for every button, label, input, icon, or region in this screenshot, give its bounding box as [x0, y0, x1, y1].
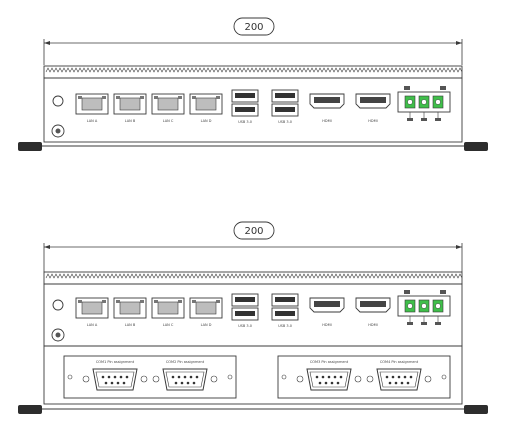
lan-port-label: LAN D	[201, 323, 212, 327]
dimension-label-bottom: 200	[244, 226, 263, 237]
hdmi-port: HDMI	[355, 297, 391, 327]
expansion-panel	[43, 345, 463, 405]
lan-port: LAN D	[189, 93, 223, 123]
front-view-bottom: 200 LAN A LAN B LAN C LAN D USB 3.0 USB 3.0 HD…	[18, 221, 488, 414]
dimension-bubble	[233, 17, 275, 36]
dimension-bubble	[233, 221, 275, 240]
dimension-label-top: 200	[244, 22, 263, 33]
lan-port: LAN A	[75, 93, 109, 123]
db9-serial-port: COM1 Pin assignment	[82, 360, 148, 391]
heatsink-fins-top	[45, 67, 463, 73]
com-module: COM3 Pin assignment COM4 Pin assignment	[277, 355, 451, 399]
lan-port-label: LAN B	[125, 323, 136, 327]
db9-serial-port: COM3 Pin assignment	[296, 360, 362, 391]
power-button	[51, 124, 65, 138]
front-panel-top	[43, 77, 463, 143]
usb-port-stack: USB 3.0	[271, 293, 299, 328]
db9-serial-port: COM2 Pin assignment	[152, 360, 218, 391]
mount-foot-left-bottom	[18, 405, 42, 414]
com-pin-label: COM1 Pin assignment	[96, 360, 135, 364]
lan-port: LAN A	[75, 297, 109, 327]
lan-port-label: LAN C	[163, 323, 174, 327]
mount-foot-left-top	[18, 142, 42, 151]
ports-row-bottom: LAN A LAN B LAN C LAN D USB 3.0 USB 3.0 HDMI HD…	[75, 290, 451, 328]
lan-port-label: LAN A	[87, 119, 98, 123]
ports-row-top: LAN A LAN B LAN C LAN D USB 3.0 USB 3.0 HDMI HD…	[75, 86, 451, 124]
usb-port-stack: USB 3.0	[271, 89, 299, 124]
lan-port: LAN C	[151, 297, 185, 327]
usb-port-label: USB 3.0	[278, 324, 292, 328]
chassis-top-band	[43, 65, 463, 79]
lan-port: LAN C	[151, 93, 185, 123]
hdmi-port: HDMI	[309, 93, 345, 123]
chassis-top-band	[43, 271, 463, 285]
mount-foot-right-top	[464, 142, 488, 151]
hdmi-port-label: HDMI	[368, 119, 377, 123]
com-module: COM1 Pin assignment COM2 Pin assignment	[63, 355, 237, 399]
heatsink-fins-bottom	[45, 273, 463, 279]
com-pin-label: COM3 Pin assignment	[310, 360, 349, 364]
hdmi-port-label: HDMI	[322, 323, 331, 327]
hdmi-port-label: HDMI	[368, 323, 377, 327]
power-led	[52, 299, 64, 311]
lan-port: LAN B	[113, 297, 147, 327]
power-button	[51, 328, 65, 342]
mount-foot-right-bottom	[464, 405, 488, 414]
power-terminal-block	[397, 86, 451, 121]
front-view-top: 200 LAN A LAN B LAN C LAN D USB 3.0 USB 3.0 HD…	[18, 17, 488, 151]
lan-port: LAN D	[189, 297, 223, 327]
usb-port-label: USB 3.0	[238, 120, 252, 124]
hdmi-port: HDMI	[309, 297, 345, 327]
lan-port-label: LAN A	[87, 323, 98, 327]
power-terminal-block	[397, 290, 451, 325]
power-led	[52, 95, 64, 107]
usb-port-label: USB 3.0	[278, 120, 292, 124]
dimension-line-bottom: 200	[43, 221, 463, 272]
lan-port-label: LAN B	[125, 119, 136, 123]
lan-port: LAN B	[113, 93, 147, 123]
hdmi-port: HDMI	[355, 93, 391, 123]
usb-port-label: USB 3.0	[238, 324, 252, 328]
usb-port-stack: USB 3.0	[231, 293, 259, 328]
lan-port-label: LAN D	[201, 119, 212, 123]
com-pin-label: COM4 Pin assignment	[380, 360, 419, 364]
db9-serial-port: COM4 Pin assignment	[366, 360, 432, 391]
hdmi-port-label: HDMI	[322, 119, 331, 123]
lan-port-label: LAN C	[163, 119, 174, 123]
com-pin-label: COM2 Pin assignment	[166, 360, 205, 364]
dimension-line-top: 200	[43, 17, 463, 65]
usb-port-stack: USB 3.0	[231, 89, 259, 124]
